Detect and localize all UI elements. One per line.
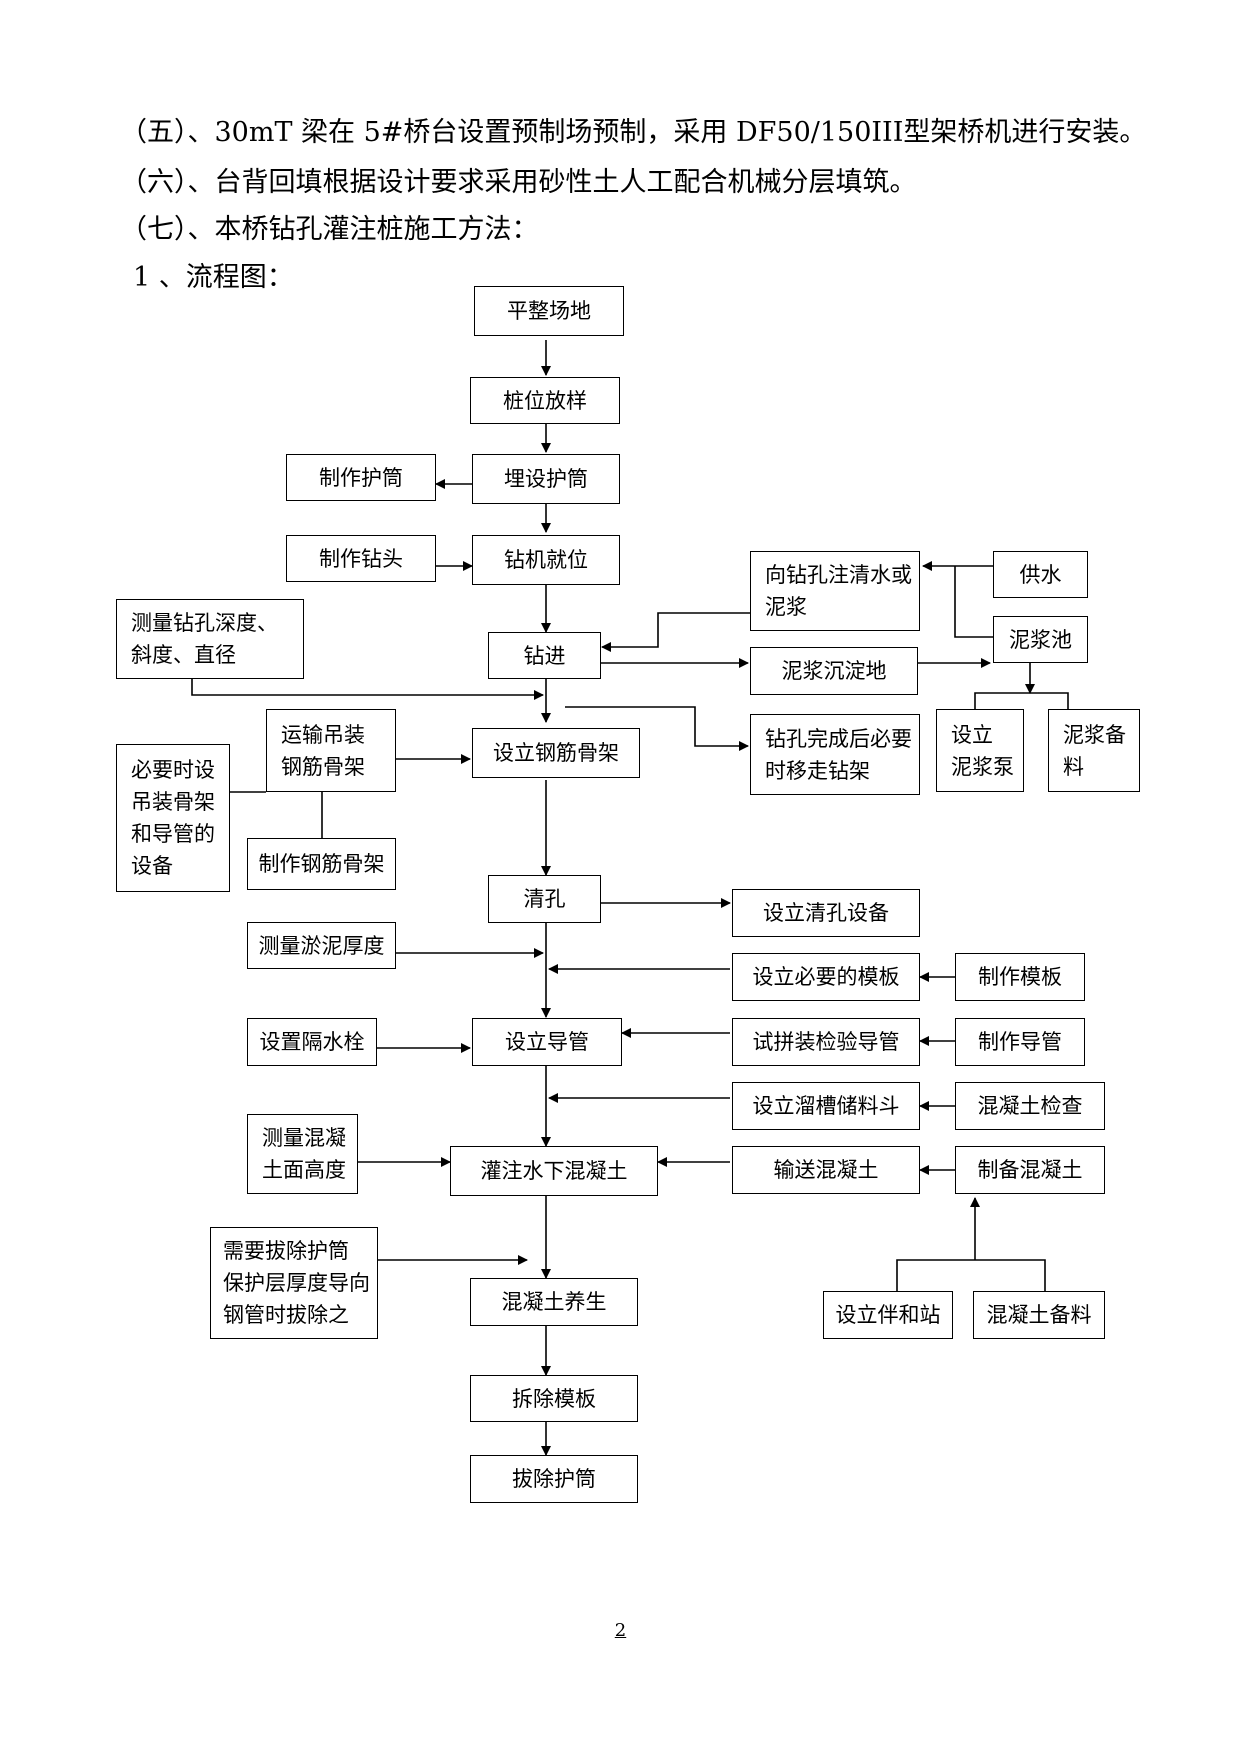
node-zhizuo-moban: 制作模板 <box>955 953 1085 1001</box>
node-shipinzhuang-jianyan-daoguan: 试拼装检验导管 <box>732 1018 920 1066</box>
node-nijiang-chi: 泥浆池 <box>993 616 1088 663</box>
page-number: 2 <box>614 1620 627 1641</box>
node-chaichu-moban: 拆除模板 <box>470 1375 638 1422</box>
node-maishe-hutong: 埋设护筒 <box>472 454 620 504</box>
node-zhizuo-daoguan: 制作导管 <box>955 1018 1085 1066</box>
node-zuanji-jiuwei: 钻机就位 <box>472 535 620 585</box>
node-celiang-yuni-houdu: 测量淤泥厚度 <box>247 922 396 969</box>
node-qingkong: 清孔 <box>488 875 601 923</box>
node-zhizuo-hutong: 制作护筒 <box>286 454 436 501</box>
node-celiang-hunningtu-mian-gaodu: 测量混凝 土面高度 <box>247 1114 358 1194</box>
node-celiang-zuankong-shendu: 测量钻孔深度、 斜度、直径 <box>116 599 304 679</box>
paragraph-5: （五）、30mT 梁在 5#桥台设置预制场预制，采用 DF50/150III型架… <box>120 117 1147 148</box>
node-sheli-qingkong-shebei: 设立清孔设备 <box>732 889 920 937</box>
node-shusong-hunningtu: 输送混凝土 <box>732 1146 920 1194</box>
node-zuanjin: 钻进 <box>488 632 601 679</box>
node-zhuangwei-fangyang: 桩位放样 <box>470 377 620 424</box>
node-bachu-hutong: 拔除护筒 <box>470 1455 638 1503</box>
node-biyao-diaozhuang-shebei: 必要时设 吊装骨架 和导管的 设备 <box>116 744 230 892</box>
flowchart-caption: 1 、流程图： <box>133 262 294 293</box>
node-xiang-zuankong-zhu-qingshui: 向钻孔注清水或 泥浆 <box>750 551 920 631</box>
node-hunningtu-yangsheng: 混凝土养生 <box>470 1278 638 1326</box>
node-zhizuo-gangjin-gujia: 制作钢筋骨架 <box>247 838 396 890</box>
node-yunshu-diaozhuang-gujia: 运输吊装 钢筋骨架 <box>266 709 396 792</box>
node-yizou-zuanjia: 钻孔完成后必要 时移走钻架 <box>750 714 920 795</box>
node-gongshui: 供水 <box>993 551 1088 598</box>
node-pingzheng-changdi: 平整场地 <box>474 286 624 336</box>
node-sheli-nijiang-beng: 设立 泥浆泵 <box>936 709 1024 792</box>
node-zhizuo-zuantou: 制作钻头 <box>286 535 436 582</box>
node-hunningtu-jiancha: 混凝土检查 <box>955 1082 1105 1130</box>
paragraph-7: （七）、本桥钻孔灌注桩施工方法： <box>120 214 539 245</box>
node-nijiang-beiliao: 泥浆备 料 <box>1048 709 1140 792</box>
node-sheli-gangjin-gujia: 设立钢筋骨架 <box>472 728 640 778</box>
node-sheli-biyao-moban: 设立必要的模板 <box>732 953 920 1001</box>
node-zhibei-hunningtu: 制备混凝土 <box>955 1146 1105 1194</box>
node-shezhi-geshuishuan: 设置隔水栓 <box>247 1018 377 1066</box>
node-xuyao-bachu-hutong: 需要拔除护筒 保护层厚度导向 钢管时拔除之 <box>210 1227 378 1339</box>
paragraph-6: （六）、台背回填根据设计要求采用砂性土人工配合机械分层填筑。 <box>120 167 917 198</box>
node-nijiang-chendian-di: 泥浆沉淀地 <box>750 647 918 695</box>
node-guanzhu-shuixia-hunningtu: 灌注水下混凝土 <box>450 1146 658 1196</box>
node-sheli-daoguan: 设立导管 <box>472 1018 622 1066</box>
node-sheli-banhezhan: 设立伴和站 <box>823 1291 953 1339</box>
node-sheli-liucao-chuliaodou: 设立溜槽储料斗 <box>732 1082 920 1130</box>
node-hunningtu-beiliao: 混凝土备料 <box>973 1291 1105 1339</box>
